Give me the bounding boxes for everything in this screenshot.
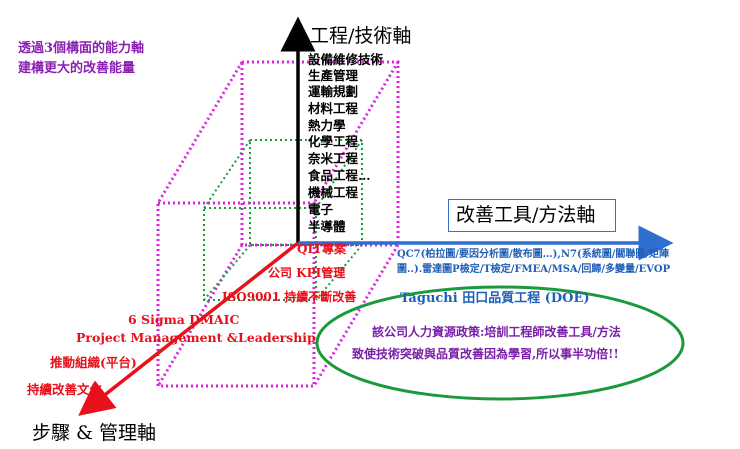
engineering-axis-title: 工程/技術軸 — [310, 25, 412, 47]
doe-ellipse — [315, 285, 685, 401]
engineering-item: 生產管理 — [308, 68, 359, 83]
tools-axis-title-box — [448, 199, 616, 232]
steps-axis-title: 步驟 & 管理軸 — [32, 422, 156, 444]
engineering-item: 熱力學 — [308, 118, 346, 133]
engineering-item: 化學工程 — [308, 134, 359, 149]
management-item: 推動組織(平台) — [50, 355, 137, 370]
tool-item-line-1: QC7(柏拉圖/要因分析圖/散布圖…),N7(系統圖/關聯圖/矩陣 — [397, 249, 670, 260]
inner-cube — [203, 139, 363, 301]
engineering-item: 奈米工程 — [308, 151, 359, 166]
engineering-item: 半導體 — [308, 219, 346, 234]
engineering-item: 機械工程 — [308, 185, 359, 200]
engineering-item: 材料工程 — [308, 101, 359, 116]
management-item: Project Management &Leadership — [76, 330, 316, 345]
steps-axis — [78, 241, 300, 416]
tools-axis-title: 改善工具/方法軸 — [456, 204, 596, 226]
management-item: 持續改善文化 — [27, 382, 103, 397]
engineering-item: 電子 — [308, 202, 334, 217]
doe-title: Taguchi 田口品質工程 (DOE) — [400, 291, 590, 306]
management-item: 公司 KPI管理 — [268, 266, 346, 280]
management-item: 6 Sigma DMAIC — [128, 312, 240, 327]
tool-item-line-2: 圖..).雷達圖P檢定/T檢定/FMEA/MSA/回歸/多變量/EVOP — [397, 264, 671, 275]
engineering-item: 運輸規劃 — [308, 84, 359, 99]
management-item: ISO9001 持續不斷改善 — [222, 290, 357, 304]
engineering-item: 設備維修技術 — [308, 52, 384, 67]
intro-line-1: 透過3個構面的能力軸 — [18, 41, 145, 56]
doe-line-1: 該公司人力資源政策:培訓工程師改善工具/方法 — [372, 325, 621, 339]
intro-line-2: 建構更大的改善能量 — [18, 61, 136, 76]
doe-line-2: 致使技術突破與品質改善因為學習,所以事半功倍!! — [352, 347, 619, 361]
engineering-item: 食品工程… — [308, 168, 371, 183]
management-item: QIT專案 — [297, 242, 346, 256]
